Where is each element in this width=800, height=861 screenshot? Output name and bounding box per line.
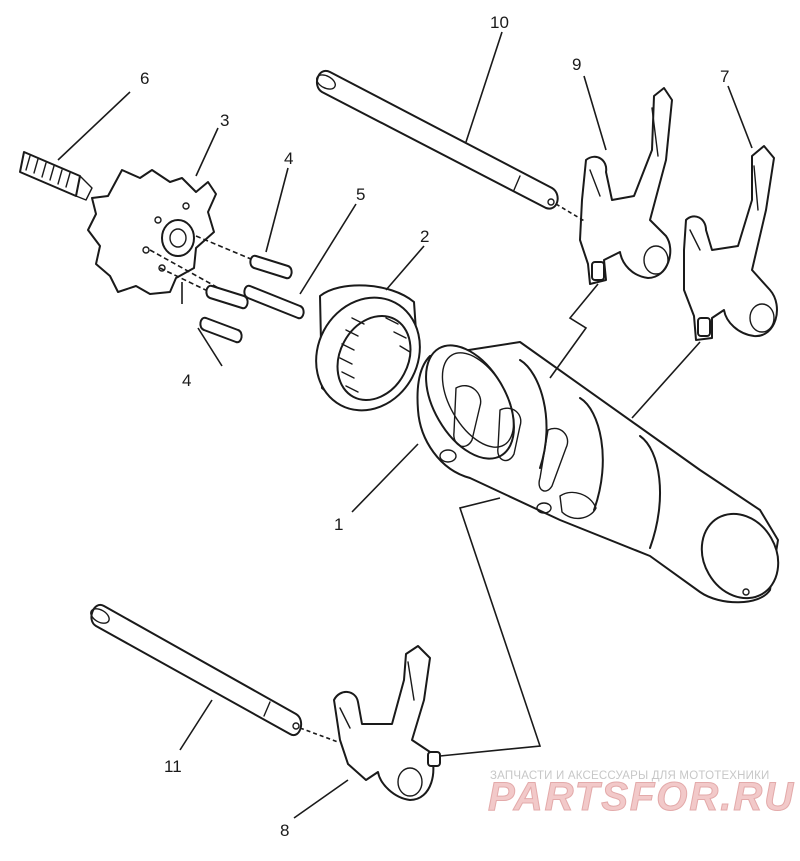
long-pin: [243, 284, 305, 320]
callout-10: 10: [490, 13, 509, 32]
upper-fork-shaft: [315, 69, 559, 210]
callout-3: 3: [220, 111, 229, 130]
shift-drum-segment: [87, 169, 217, 295]
callout-5: 5: [356, 185, 365, 204]
needle-bearing: [315, 284, 421, 412]
callout-labels: 1 2 3 4 4 5 6 7 8 9 10 11: [140, 13, 729, 840]
alignment-lines: [149, 235, 259, 304]
callout-9: 9: [572, 55, 581, 74]
callout-11: 11: [164, 757, 182, 776]
watermark-brand: PARTSFOR.RU: [488, 775, 795, 819]
callout-6: 6: [140, 69, 149, 88]
shift-fork-lower: [333, 645, 441, 801]
watermark-tagline: ЗАПЧАСТИ И АКСЕССУАРЫ ДЛЯ МОТОТЕХНИКИ: [490, 770, 770, 782]
callout-4-upper: 4: [284, 149, 293, 168]
watermark: ЗАПЧАСТИ И АКСЕССУАРЫ ДЛЯ МОТОТЕХНИКИ PA…: [488, 770, 795, 820]
pin-middle: [205, 284, 249, 310]
callout-1: 1: [334, 515, 343, 534]
callout-4-lower: 4: [182, 371, 191, 390]
segment-bolt: [19, 151, 93, 201]
callout-8: 8: [280, 821, 289, 840]
shift-fork-middle: [683, 145, 778, 341]
leader-lines: [57, 31, 753, 819]
shift-fork-upper: [579, 87, 673, 285]
callout-2: 2: [420, 227, 429, 246]
pin-lower: [199, 316, 243, 344]
shift-drum: [416, 341, 780, 604]
callout-7: 7: [720, 67, 729, 86]
lower-fork-shaft: [90, 603, 303, 737]
pin-upper: [249, 254, 293, 280]
